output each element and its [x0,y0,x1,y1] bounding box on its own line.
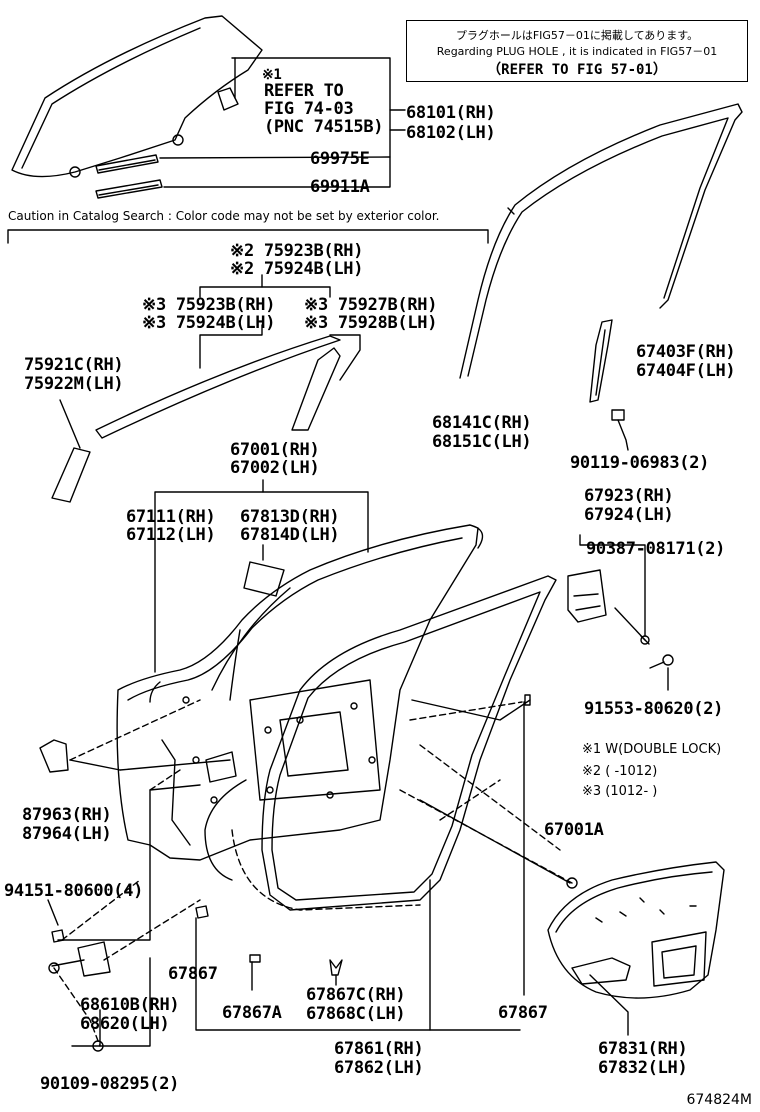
note-ref: （REFER TO FIG 57-01） [487,62,667,78]
caution-text: Caution in Catalog Search : Color code m… [8,209,440,223]
part-75923B-2[interactable]: ※2 75923B(RH) [230,241,364,261]
part-67924[interactable]: 67924(LH) [584,505,674,525]
door-glass-drawing [11,15,263,178]
part-75922M[interactable]: 75922M(LH) [24,374,124,394]
note-en: Regarding PLUG HOLE , it is indicated in… [436,45,718,58]
part-67813D[interactable]: 67813D(RH) [240,507,340,527]
part-67001A[interactable]: 67001A [544,820,604,840]
part-67861[interactable]: 67861(RH) [334,1039,424,1059]
refer-mark: ※1 [262,67,282,83]
refer-line-1: REFER TO [264,81,344,101]
clips-drawing [195,877,578,976]
part-67404F[interactable]: 67404F(LH) [636,361,736,381]
window-frame-moulding [459,103,743,379]
legend-2: ※2 ( -1012) [582,764,658,779]
part-67832[interactable]: 67832(LH) [598,1058,688,1078]
caution-bracket [7,229,489,244]
part-68101[interactable]: 68101(RH) [406,103,496,123]
refer-line-3: (PNC 74515B) [264,117,384,137]
part-67831[interactable]: 67831(RH) [598,1039,688,1059]
plug-hole-note: プラグホールはFIG57－01に掲載してあります。 Regarding PLUG… [406,20,748,82]
part-67868C[interactable]: 67868C(LH) [306,1004,406,1024]
part-68151C[interactable]: 68151C(LH) [432,432,532,452]
part-90119[interactable]: 90119-06983(2) [570,453,710,473]
part-67814D[interactable]: 67814D(LH) [240,525,340,545]
part-67002[interactable]: 67002(LH) [230,458,320,478]
weatherstrip-drawing [261,524,557,911]
part-67111[interactable]: 67111(RH) [126,507,216,527]
inner-parts-drawing [243,561,674,706]
part-90387[interactable]: 90387-08171(2) [586,539,726,559]
part-75924B-2[interactable]: ※2 75924B(LH) [230,259,364,279]
leader-lines-top [159,57,406,188]
part-75923B-3[interactable]: ※3 75923B(RH) [142,295,276,315]
refer-line-2: FIG 74-03 [264,99,354,119]
part-67001[interactable]: 67001(RH) [230,440,320,460]
door-trim-drawing [547,861,725,999]
part-87964[interactable]: 87964(LH) [22,824,112,844]
part-68141C[interactable]: 68141C(RH) [432,413,532,433]
legend-1: ※1 W(DOUBLE LOCK) [582,742,722,757]
door-panel-drawing [116,524,479,861]
part-67867-left[interactable]: 67867 [168,964,218,984]
part-67403F[interactable]: 67403F(RH) [636,342,736,362]
part-68620[interactable]: 68620(LH) [80,1014,170,1034]
part-67862[interactable]: 67862(LH) [334,1058,424,1078]
figure-id: 674824M [686,1092,752,1108]
garnish-moulding-drawing [51,274,361,503]
part-75921C[interactable]: 75921C(RH) [24,355,124,375]
part-67867C[interactable]: 67867C(RH) [306,985,406,1005]
part-67867A[interactable]: 67867A [222,1003,282,1023]
service-cover-drawing [39,739,69,773]
part-75924B-3[interactable]: ※3 75924B(LH) [142,313,276,333]
part-68610B[interactable]: 68610B(RH) [80,995,180,1015]
part-67923[interactable]: 67923(RH) [584,486,674,506]
part-67112[interactable]: 67112(LH) [126,525,216,545]
part-69911A[interactable]: 69911A [310,177,370,197]
part-75928B[interactable]: ※3 75928B(LH) [304,313,438,333]
part-68102[interactable]: 68102(LH) [406,123,496,143]
belt-strip-drawing [95,154,163,199]
part-75927B[interactable]: ※3 75927B(RH) [304,295,438,315]
assembly-dashed-lines [53,699,573,1047]
part-90109[interactable]: 90109-08295(2) [40,1074,180,1094]
part-69975E[interactable]: 69975E [310,149,370,169]
note-jp: プラグホールはFIG57－01に掲載してあります。 [455,29,699,42]
legend-3: ※3 (1012- ) [582,784,658,799]
part-94151[interactable]: 94151-80600(4) [4,881,144,901]
part-67867-right[interactable]: 67867 [498,1003,548,1023]
division-bar-drawing [589,319,629,451]
part-91553[interactable]: 91553-80620(2) [584,699,724,719]
part-87963[interactable]: 87963(RH) [22,805,112,825]
